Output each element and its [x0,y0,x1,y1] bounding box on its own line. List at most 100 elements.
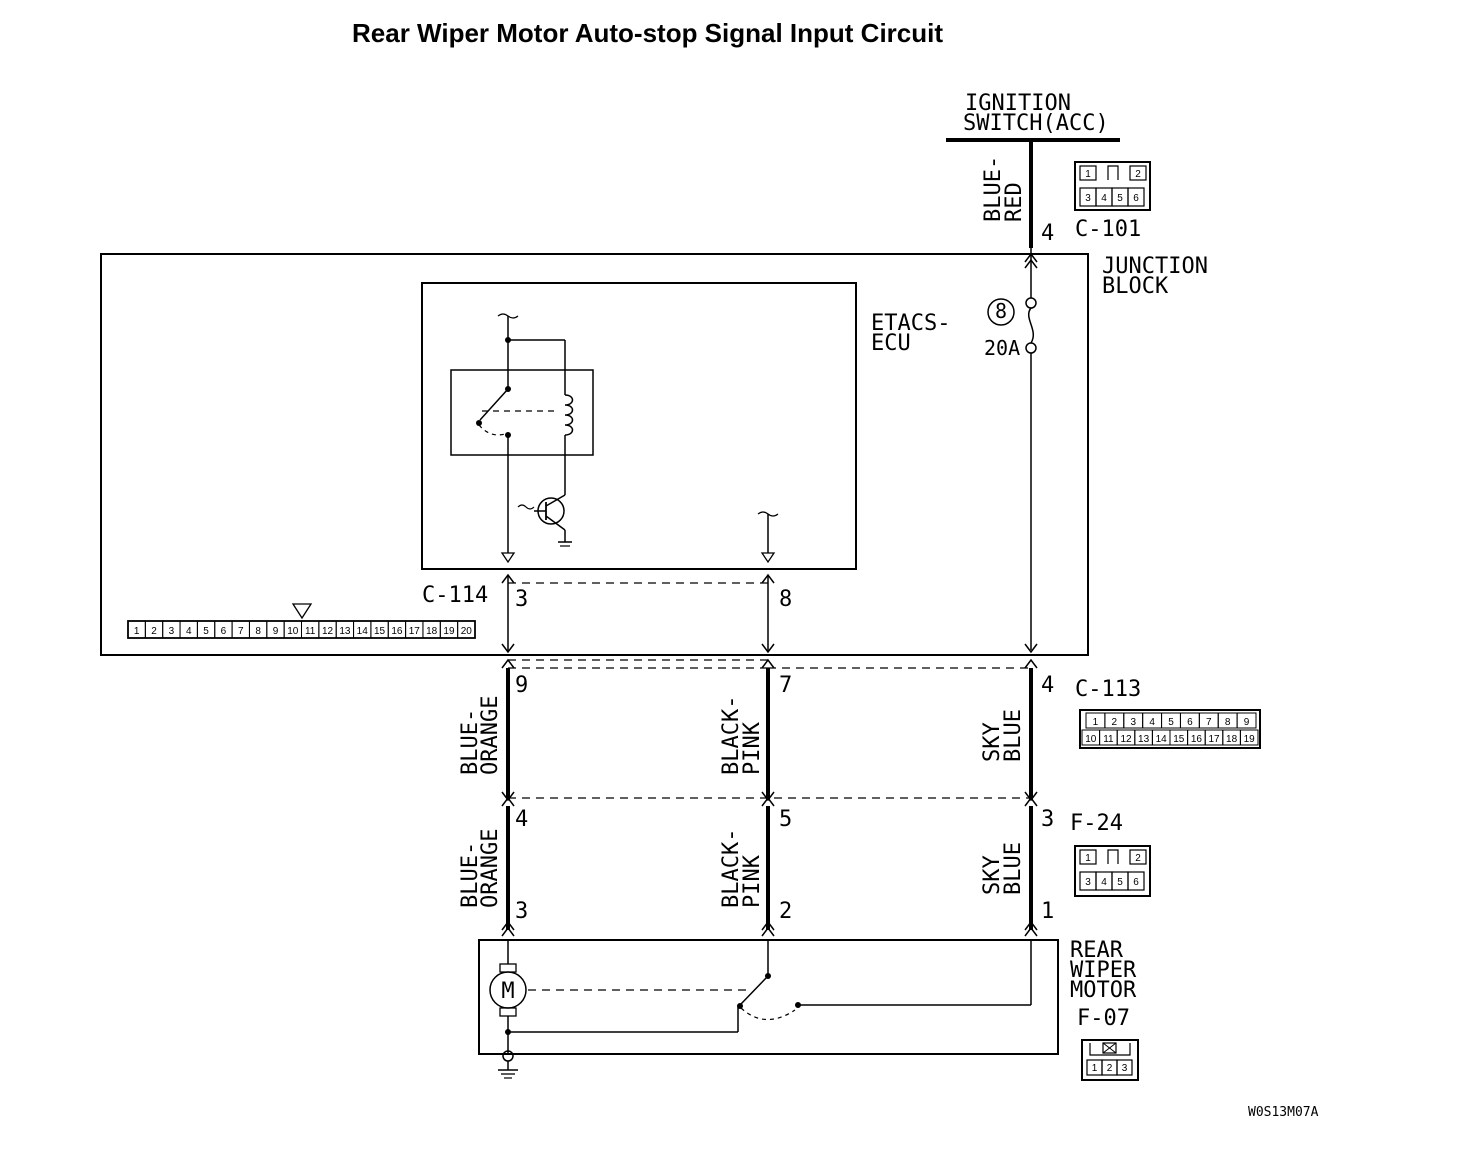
c113-pin-16: 16 [1191,734,1203,745]
c113-pin-12: 12 [1120,734,1132,745]
pin-c114-3: 3 [515,587,528,612]
c113-pin-1: 1 [1093,717,1099,728]
c113-pin-19: 19 [1244,734,1256,745]
pin-c113-9: 9 [515,673,528,698]
c114-pin-2: 2 [151,626,157,637]
c114-pin-9: 9 [273,626,279,637]
svg-text:2: 2 [1135,169,1141,180]
svg-text:PINK: PINK [740,721,765,775]
junction-block-outline [100,253,1089,656]
svg-text:RED: RED [1002,182,1027,222]
connector-arrow-c101 [1024,252,1038,269]
fuse-number-badge [987,298,1015,326]
transistor-icon [517,494,572,547]
c114-pin-1: 1 [134,626,140,637]
blue-red-wire-label: BLUE- RED [981,156,1027,222]
c113-pin-15: 15 [1173,734,1185,745]
drawing-code: W0S13M07A [1248,1105,1319,1120]
connector-c101-face: 1 2 3 4 5 6 [1074,161,1151,211]
svg-text:2: 2 [1135,853,1141,864]
fuse-number: 8 [995,299,1007,323]
rear-wiper-motor-label-1: REAR [1070,938,1124,963]
c114-pin-18: 18 [426,626,438,637]
c114-pin-17: 17 [409,626,421,637]
c113-pin-5: 5 [1168,717,1174,728]
connector-f07-face: 1 2 3 [1081,1039,1139,1081]
arrow-f24-out-2 [761,796,775,807]
c114-pin-5: 5 [203,626,209,637]
svg-text:3: 3 [1085,193,1091,204]
pin-f24-5: 5 [779,807,792,832]
arrow-c113-7 [761,658,775,669]
c114-pin-20: 20 [461,626,473,637]
c113-pin-11: 11 [1103,734,1114,745]
c113-pin-17: 17 [1208,734,1220,745]
fuse-rating: 20A [984,336,1020,360]
pin-f07-3: 3 [515,899,528,924]
svg-text:6: 6 [1133,877,1139,888]
svg-text:5: 5 [1117,877,1123,888]
pin-c113-4: 4 [1041,673,1054,698]
wire-label-sky-blue-lower: SKY BLUE [980,842,1026,895]
pin-c114-8: 8 [779,587,792,612]
arrow-f24-out-1 [501,796,515,807]
svg-text:5: 5 [1117,193,1123,204]
c114-pin-4: 4 [186,626,192,637]
svg-text:PINK: PINK [740,854,765,908]
wire-label-black-pink-lower: BLACK- PINK [719,829,765,908]
svg-text:2: 2 [1107,1063,1113,1074]
pin-f24-4: 4 [515,807,528,832]
svg-text:M: M [501,979,514,1004]
arrow-f24-out-3 [1024,796,1038,807]
arrow-f24-in-3 [1024,791,1038,802]
arrow-f24-in-1 [501,791,515,802]
c114-pin-12: 12 [322,626,334,637]
c113-pin-3: 3 [1130,717,1136,728]
etacs-ecu-outline [421,282,857,570]
svg-text:BLACK-: BLACK- [719,696,744,775]
arrow-c113-4 [1024,658,1038,669]
arrow-c113-9 [501,658,515,669]
arrow-f07-3 [501,920,515,937]
c113-pin-14: 14 [1156,734,1168,745]
diagram-title: Rear Wiper Motor Auto-stop Signal Input … [352,18,943,48]
c113-pin-4: 4 [1149,717,1155,728]
connector-f07-name: F-07 [1077,1006,1130,1031]
svg-text:BLUE-: BLUE- [458,709,483,775]
etacs-ecu-label-1: ETACS- [871,311,950,336]
connector-c101-name: C-101 [1075,217,1141,242]
svg-text:1: 1 [1092,1063,1098,1074]
c113-pin-13: 13 [1138,734,1150,745]
arrow-c114-3 [501,573,515,584]
c114-pin-11: 11 [305,626,316,637]
c113-pin-18: 18 [1226,734,1238,745]
svg-text:4: 4 [1101,877,1107,888]
ignition-switch-label-2: SWITCH(ACC) [963,111,1109,136]
arrow-junction-out-2 [761,643,775,654]
etacs-input-8 [757,511,779,564]
connector-f24-name: F-24 [1070,811,1123,836]
wire-label-black-pink-upper: BLACK- PINK [719,696,765,775]
svg-text:ORANGE: ORANGE [478,696,503,775]
wire-label-blue-orange-lower: BLUE- ORANGE [458,829,503,908]
connector-c113-name: C-113 [1075,677,1141,702]
c113-pin-6: 6 [1187,717,1193,728]
svg-text:BLUE-: BLUE- [458,842,483,908]
ignition-switch-label-1: IGNITION [965,91,1071,116]
wiper-relay [450,313,594,564]
c114-pin-3: 3 [169,626,175,637]
arrow-junction-out-1 [501,643,515,654]
arrow-f24-in-2 [761,791,775,802]
relay-coil-icon [564,394,574,436]
c114-pin-6: 6 [221,626,227,637]
svg-text:BLUE-: BLUE- [981,156,1006,222]
rear-wiper-motor-label-2: WIPER [1070,958,1137,983]
pin-c101-4: 4 [1041,221,1054,246]
svg-text:ORANGE: ORANGE [478,829,503,908]
pin-c113-7: 7 [779,673,792,698]
wiper-motor-internals: M [489,940,1032,1054]
junction-block-label-1: JUNCTION [1102,254,1208,279]
c114-pin-13: 13 [339,626,351,637]
arrow-f07-2 [761,920,775,937]
